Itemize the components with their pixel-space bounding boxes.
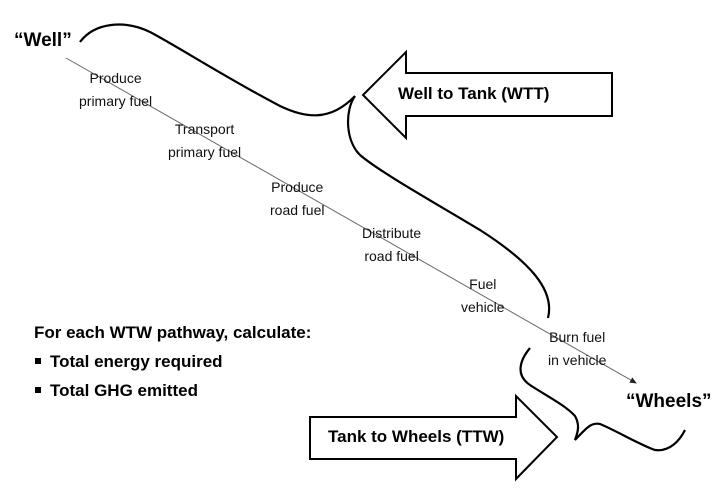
step-produce-road-fuel: Produce road fuel [270,179,325,218]
step-burn-fuel-in-vehicle: Burn fuel in vehicle [548,329,607,368]
wheels-label: “Wheels” [626,391,712,412]
wtt-brace [79,23,551,319]
wtt-arrow [361,49,613,141]
ttw-arrow-label: Tank to Wheels (TTW) [328,427,505,446]
calculation-box: For each WTW pathway, calculate: Total e… [34,318,311,405]
step-transport-primary-fuel: Transport primary fuel [168,121,242,160]
step-distribute-road-fuel: Distribute road fuel [362,225,422,264]
ttw-brace [519,347,686,452]
ttw-arrow [309,393,559,482]
pathway-line [65,57,637,384]
wtt-arrow-label: Well to Tank (WTT) [398,84,550,103]
calculation-item-energy: Total energy required [34,347,311,376]
calculation-item-ghg: Total GHG emitted [34,376,311,405]
step-fuel-vehicle: Fuel vehicle [461,276,505,315]
calculation-list: Total energy required Total GHG emitted [34,347,311,405]
calculation-heading: For each WTW pathway, calculate: [34,323,312,342]
well-label: “Well” [14,30,72,51]
step-produce-primary-fuel: Produce primary fuel [79,70,153,109]
